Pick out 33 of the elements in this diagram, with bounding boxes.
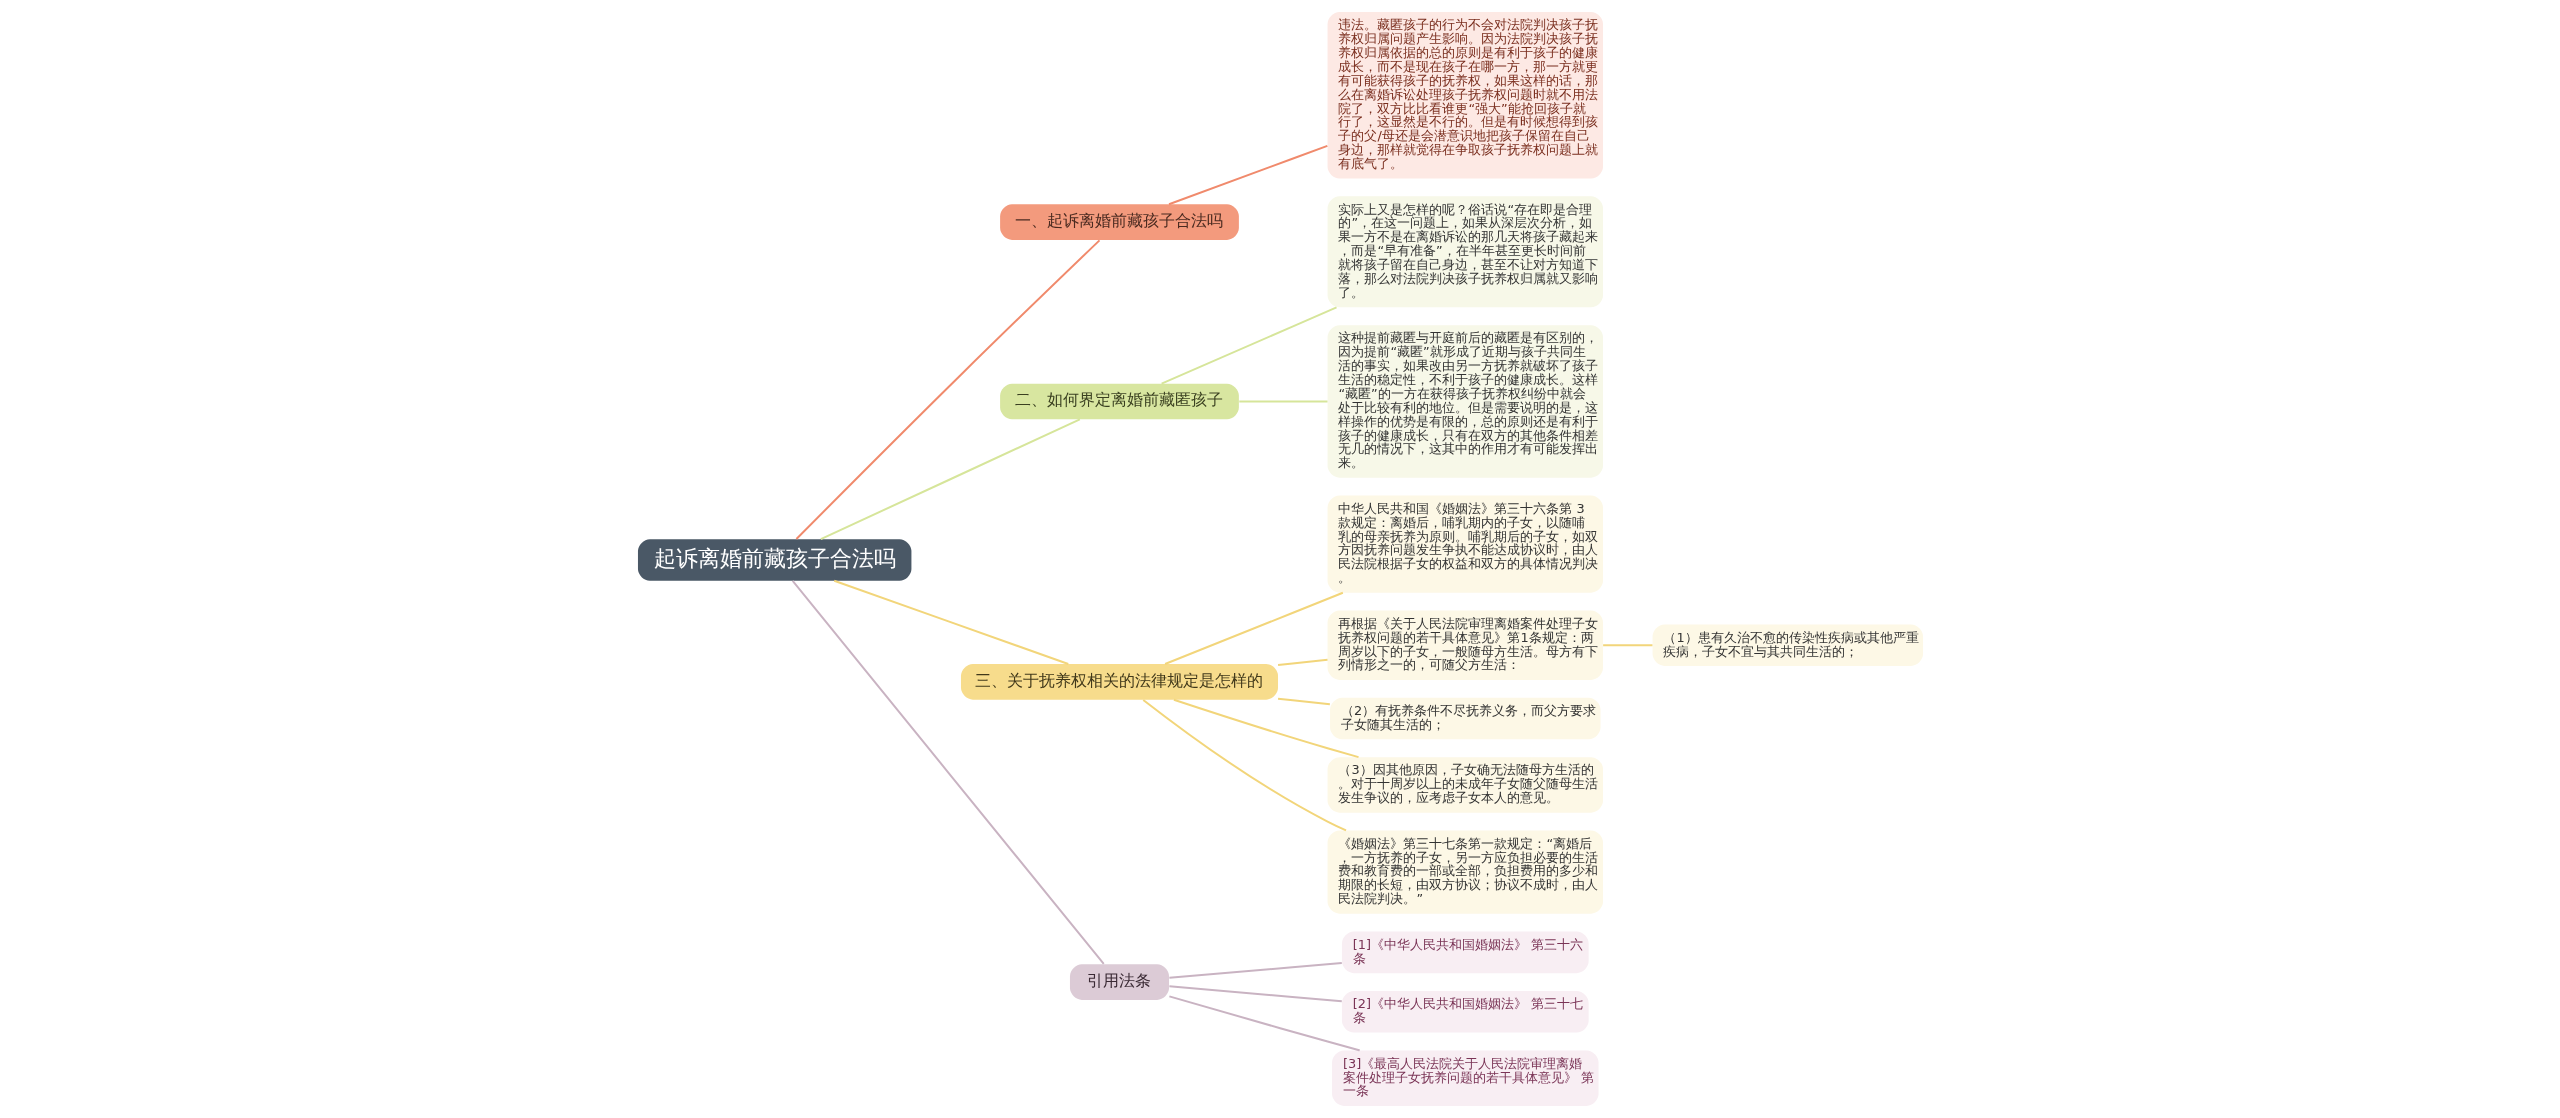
node-box: [1]《中华人民共和国婚姻法》 第三十六条 xyxy=(1341,931,1589,974)
node-box: [3]《最高人民法院关于人民法院审理离婚案件处理子女抚养问题的若干具体意见》 第一条 xyxy=(1331,1050,1599,1106)
connector xyxy=(794,239,1100,541)
node-box: （3）因其他原因，子女确无法随母方生活的。对于十周岁以上的未成年子女随父随母生活发生争议的，应考虑子女本人的意见。 xyxy=(1327,757,1603,813)
node-box: 《婚姻法》第三十七条第一款规定：“离婚后，一方抚养的子女，另一方应负担必要的生活费和教育费的一部或全部，负担费用的多少和期限的长短，由双方协议；协议不成时，由人民法院判决。” xyxy=(1327,830,1603,914)
connector xyxy=(791,579,1105,965)
node-box: 三、关于抚养权相关的法律规定是怎样的 xyxy=(960,664,1278,700)
connector xyxy=(1167,961,1343,979)
connector xyxy=(1163,591,1344,665)
connector xyxy=(1167,144,1328,206)
node-box: 中华人民共和国《婚姻法》第三十六条第 3 款规定：离婚后，哺乳期内的子女，以随哺乳的母亲抚养为原则。哺乳期后的子女，如双方因抚养问题发生争执不能达成协议时，由人民法院根据子女的权益和双方的具体情况判决。 xyxy=(1327,495,1603,593)
node-box: 这种提前藏匿与开庭前后的藏匿是有区别的，因为提前“藏匿”就形成了近期与孩子共同生活的事实，如果改由另一方抚养就破坏了孩子生活的稳定性，不利于孩子的健康成长。这样“藏匿”的一方在获得孩子抚养权纠纷中就会处于比较有利的地位。但是需要说明的是，这样操作的优势是有限的，总的原则还是有利于孩子的健康成长，只有在双方的其他条件相差无几的情况下，这其中的作用才有可能发挥出来。 xyxy=(1327,325,1603,478)
connector xyxy=(819,418,1081,541)
connector xyxy=(1141,698,1347,832)
connector xyxy=(832,579,1069,665)
node-box: 一、起诉离婚前藏孩子合法吗 xyxy=(999,204,1239,240)
node-box: 二、如何界定离婚前藏匿孩子 xyxy=(999,383,1239,420)
connector xyxy=(1172,698,1359,759)
node-box: 引用法条 xyxy=(1069,964,1169,1000)
connector xyxy=(1167,985,1343,1003)
node-box: 违法。藏匿孩子的行为不会对法院判决孩子抚养权归属问题产生影响。因为法院判决孩子抚养权归属依据的总的原则是有利于孩子的健康成长，而不是现在孩子在哪一方，那一方就更有可能获得孩子的抚养权，如果这样的话，那么在离婚诉讼处理孩子抚养权问题时就不用法院了，双方比比看谁更“强大”能抢回孩子就行了，这显然是不行的。但是有时候想得到孩子的父/母还是会潜意识地把孩子保留在自己身边，那样就觉得在争取孩子抚养权问题上就有底气了。 xyxy=(1327,12,1603,179)
node-box: 实际上又是怎样的呢？俗话说“存在即是合理的”，在这一问题上，如果从深层次分析，如果一方不是在离婚诉讼的那几天将孩子藏起来，而是“早有准备”，在半年甚至更长时间前就将孩子留在自己身边，甚至不让对方知道下落，那么对法院判决孩子抚养权归属就又影响了。 xyxy=(1327,196,1603,308)
connector xyxy=(1276,697,1331,706)
node-box: 再根据《关于人民法院审理离婚案件处理子女抚养权问题的若干具体意见》第1条规定：两周岁以下的子女，一般随母方生活。母方有下列情形之一的，可随父方生活： xyxy=(1327,610,1603,680)
node-box: 起诉离婚前藏孩子合法吗 xyxy=(637,539,911,581)
node-box: [2]《中华人民共和国婚姻法》 第三十七条 xyxy=(1341,991,1589,1033)
connector xyxy=(1276,658,1328,667)
connector xyxy=(1601,644,1653,647)
connector xyxy=(1167,995,1361,1052)
connector xyxy=(1160,306,1338,385)
node-box: （2）有抚养条件不尽抚养义务，而父方要求子女随其生活的； xyxy=(1329,697,1601,740)
connector xyxy=(1237,400,1328,403)
node-box: （1）患有久治不愈的传染性疾病或其他严重疾病，子女不宜与其共同生活的； xyxy=(1652,624,1923,666)
